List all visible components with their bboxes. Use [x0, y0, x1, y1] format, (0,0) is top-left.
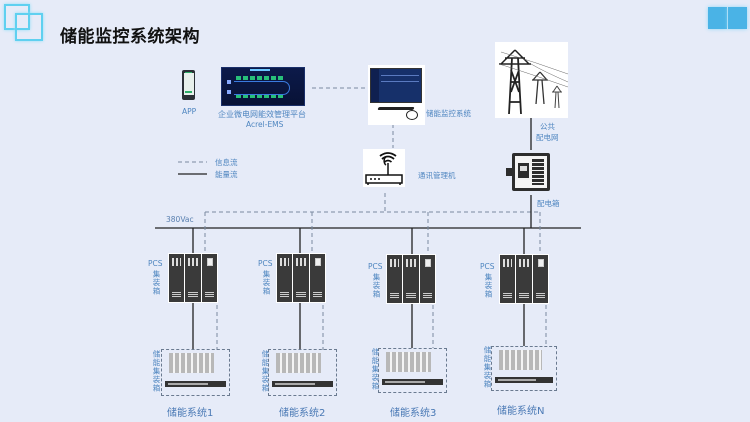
pcs-label-3: PCS — [368, 262, 383, 271]
monitor-icon — [368, 65, 425, 125]
battery-container-label-3: 储能集装箱 — [371, 348, 380, 391]
distribution-box-icon — [504, 150, 552, 195]
pcs-container-label-3: 集装箱 — [372, 273, 381, 299]
bms-bar-icon — [382, 379, 443, 385]
battery-rack-icon — [169, 353, 214, 373]
logo-square-front — [15, 13, 43, 41]
pcs-cabinet-2 — [276, 253, 326, 303]
comm-manager-label: 通讯管理机 — [418, 171, 456, 180]
pcs-label-1: PCS — [148, 259, 163, 268]
system-name-n: 储能系统N — [497, 406, 545, 417]
battery-rack-icon — [276, 353, 321, 373]
bms-bar-icon — [495, 377, 553, 383]
battery-group-n — [491, 346, 557, 391]
distribution-box-label: 配电箱 — [537, 199, 560, 208]
pcs-cabinet-n — [499, 254, 549, 304]
bus-voltage-label: 380Vac — [166, 215, 194, 224]
pcs-container-label-n: 集装箱 — [484, 273, 493, 299]
platform-screenshot — [221, 67, 305, 106]
power-tower-image — [495, 42, 569, 118]
page-title: 储能监控系统架构 — [60, 27, 200, 47]
pcs-cabinet-3 — [386, 254, 436, 304]
system-name-2: 储能系统2 — [279, 408, 326, 419]
corner-decoration-right — [728, 7, 747, 29]
battery-rack-icon — [499, 350, 542, 370]
legend-info-flow-label: 信息流 — [215, 158, 238, 167]
app-phone-icon — [182, 70, 195, 100]
battery-group-2 — [268, 349, 337, 396]
monitor-label: 储能监控系统 — [426, 109, 471, 118]
legend-energy-flow-label: 能量流 — [215, 170, 238, 179]
pcs-label-2: PCS — [258, 259, 273, 268]
bms-bar-icon — [272, 381, 333, 387]
battery-rack-icon — [386, 352, 431, 372]
pcs-container-label-2: 集装箱 — [262, 270, 271, 296]
battery-container-label-2: 储能集装箱 — [261, 350, 270, 393]
corner-decoration-left — [708, 7, 727, 29]
battery-group-1 — [161, 349, 230, 396]
battery-group-3 — [378, 348, 447, 393]
platform-label-line1: 企业微电网能效管理平台 — [218, 110, 306, 119]
pcs-cabinet-1 — [168, 253, 218, 303]
system-name-1: 储能系统1 — [167, 408, 214, 419]
pcs-container-label-1: 集装箱 — [152, 270, 161, 296]
tower-icon — [498, 49, 569, 115]
public-grid-label-line1: 公共 — [540, 122, 555, 131]
system-name-3: 储能系统3 — [390, 408, 437, 419]
wifi-router-icon — [365, 152, 403, 185]
logo-square-back — [4, 4, 30, 30]
bms-bar-icon — [165, 381, 226, 387]
comm-manager-icon — [363, 149, 405, 187]
public-grid-label-line2: 配电网 — [536, 133, 559, 142]
battery-container-label-1: 储能集装箱 — [152, 350, 161, 393]
platform-label-line2: Acrel-EMS — [246, 120, 284, 129]
app-label: APP — [182, 107, 197, 116]
pcs-label-n: PCS — [480, 262, 495, 271]
battery-container-label-n: 储能集装箱 — [483, 346, 492, 389]
